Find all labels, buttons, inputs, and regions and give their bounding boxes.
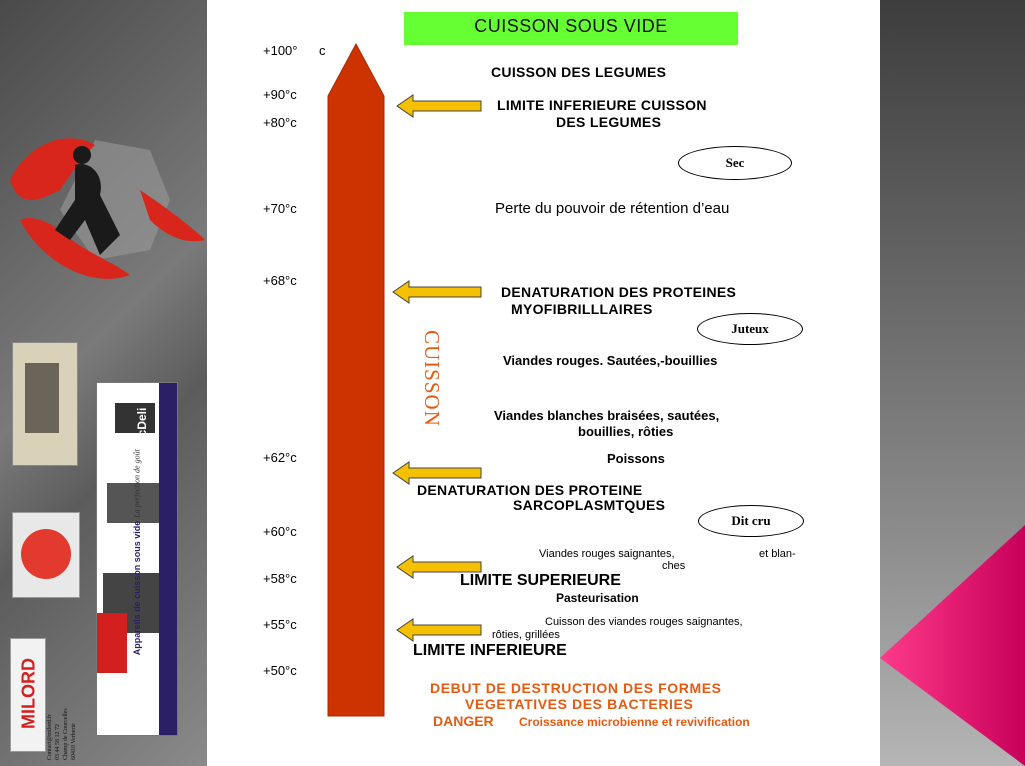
saignantes-line2: et blan- <box>759 548 796 560</box>
contact-city: 60410 Verberie <box>71 723 77 760</box>
temperature-arrow-icon <box>327 42 385 717</box>
chef-flame-logo-icon <box>10 138 205 279</box>
oval-dit-cru: Dit cru <box>698 505 804 537</box>
limite-superieure-text: LIMITE SUPERIEURE <box>460 572 621 589</box>
docdeli-tagline: La perfection de goût <box>132 449 142 518</box>
temp-100: +100° <box>263 43 298 58</box>
right-decorative-panel <box>880 0 1025 766</box>
pasteurisation-text: Pasteurisation <box>556 591 639 605</box>
temp-100-unit: c <box>319 43 326 58</box>
title-box: CUISSON SOUS VIDE <box>404 12 738 45</box>
poissons-text: Poissons <box>607 451 665 466</box>
croissance-text: Croissance microbienne et revivification <box>519 715 750 729</box>
temp-80: +80°c <box>263 115 297 130</box>
vacuum-bag-roll-image <box>12 512 80 598</box>
oval-sec: Sec <box>678 146 792 180</box>
slide-panel: CUISSON SOUS VIDE CUISSON +100° c +90°c … <box>207 0 880 766</box>
temp-58: +58°c <box>263 571 297 586</box>
milord-brand-text: MILORD <box>18 658 39 729</box>
saignantes-line1: Viandes rouges saignantes, <box>539 548 675 560</box>
denat-sarco-line2: SARCOPLASMTQUES <box>513 497 666 513</box>
temp-50: +50°c <box>263 663 297 678</box>
pointer-arrow-icon <box>396 618 482 642</box>
pointer-arrow-icon <box>392 280 482 304</box>
denat-sarco-line1: DENATURATION DES PROTEINE <box>417 482 643 498</box>
pointer-arrow-icon <box>396 94 482 118</box>
temp-62: +62°c <box>263 450 297 465</box>
temp-70: +70°c <box>263 201 297 216</box>
limite-inferieure-text: LIMITE INFERIEURE <box>413 642 567 659</box>
pointer-arrow-icon <box>396 555 482 579</box>
milord-brand-image: MILORD <box>10 638 46 752</box>
temp-68: +68°c <box>263 273 297 288</box>
viandes-blanches-line2: bouillies, rôties <box>578 424 674 439</box>
temp-60: +60°c <box>263 524 297 539</box>
cuisson-vertical-label: CUISSON <box>420 330 444 427</box>
slide-title: CUISSON SOUS VIDE <box>474 16 668 36</box>
saignantes-line3: ches <box>662 560 686 572</box>
debut-destruction-line2: VEGETATIVES DES BACTERIES <box>465 696 694 712</box>
perte-text: Perte du pouvoir de rétention d’eau <box>495 200 730 217</box>
magenta-triangle-icon <box>880 525 1025 766</box>
danger-label: DANGER <box>433 713 494 729</box>
oval-juteux: Juteux <box>697 313 803 345</box>
denat-myo-line1: DENATURATION DES PROTEINES <box>501 284 737 300</box>
limite-legumes-line1: LIMITE INFERIEURE CUISSON <box>497 97 707 113</box>
viandes-rouges-text: Viandes rouges. Sautées,-bouillies <box>503 353 718 368</box>
contact-email: Contact@milord.fr <box>47 714 53 760</box>
contact-phone: 03 44 58 12 72 <box>55 724 61 760</box>
cuisson-saignantes-line2: rôties, grillées <box>492 629 560 641</box>
left-decorative-panel: MILORD Contact@milord.fr 03 44 58 12 72 … <box>0 0 207 766</box>
cuisson-saignantes-line1: Cuisson des viandes rouges saignantes, <box>545 616 743 628</box>
limite-legumes-line2: DES LEGUMES <box>556 114 662 130</box>
temp-90: +90°c <box>263 87 297 102</box>
pointer-arrow-icon <box>392 461 482 485</box>
temp-55: +55°c <box>263 617 297 632</box>
cuisson-legumes-text: CUISSON DES LEGUMES <box>491 64 667 80</box>
contact-address: Champ de Courcelles <box>63 708 69 760</box>
denat-myo-line2: MYOFIBRILLLAIRES <box>511 301 653 317</box>
viandes-blanches-line1: Viandes blanches braisées, sautées, <box>494 408 720 423</box>
sous-vide-device-image <box>12 342 78 466</box>
docdeli-brochure-image: DocDeli Appareils de cuisson sous vide L… <box>96 382 178 736</box>
contact-info: Contact@milord.fr 03 44 58 12 72 Champ d… <box>38 656 88 760</box>
debut-destruction-line1: DEBUT DE DESTRUCTION DES FORMES <box>430 680 722 696</box>
